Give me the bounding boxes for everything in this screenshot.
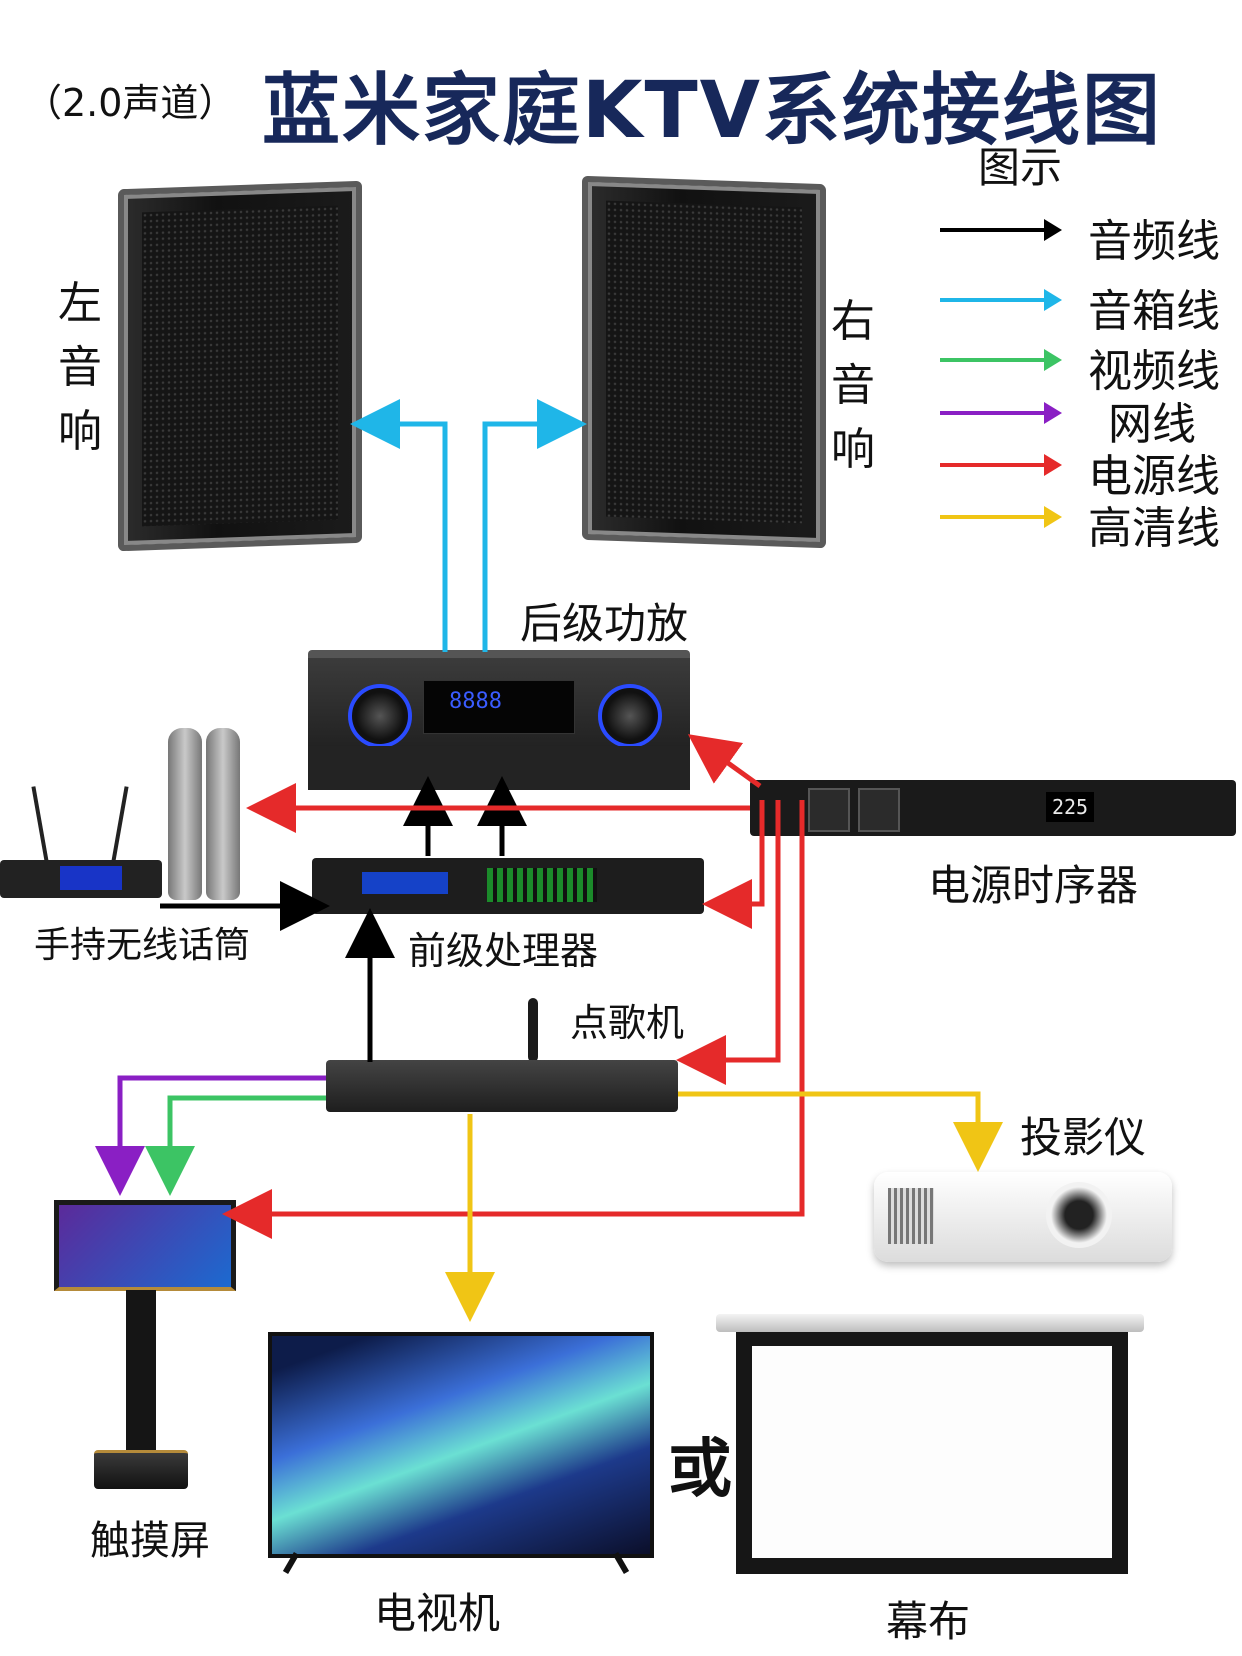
microphone-icon	[168, 728, 202, 900]
or-label: 或	[668, 1433, 732, 1507]
song-machine	[326, 1060, 678, 1112]
touch-screen-stand	[126, 1290, 156, 1458]
sequencer-display: 225	[1046, 792, 1094, 822]
legend-title: 图示	[978, 143, 1063, 192]
arrow-icon	[1044, 506, 1062, 528]
legend-label: 高清线	[1088, 503, 1220, 554]
right-speaker-label: 右音响	[831, 296, 875, 475]
left-speaker-label: 左音响	[58, 278, 102, 457]
volume-knob-icon	[348, 684, 412, 748]
power-amp: 8888	[308, 650, 690, 790]
antenna-icon	[528, 998, 538, 1062]
outlet-icon	[808, 788, 850, 832]
legend-item-network: 网线	[940, 388, 1230, 450]
microphone-icon	[206, 728, 240, 900]
power-line	[702, 800, 765, 929]
vent-icon	[888, 1188, 934, 1244]
amp-display: 8888	[423, 680, 575, 734]
speaker-cable-left	[350, 399, 448, 652]
legend-item-audio: 音频线	[940, 205, 1230, 267]
touch-screen-base	[94, 1450, 188, 1489]
legend-item-hdmi: 高清线	[940, 492, 1230, 554]
arrow-icon	[1044, 219, 1062, 241]
wireless-mic-label: 手持无线话筒	[34, 925, 251, 966]
song-machine-label: 点歌机	[570, 1001, 685, 1045]
speaker-cable-right	[482, 399, 587, 652]
power-line	[222, 800, 805, 1239]
touch-screen-label: 触摸屏	[90, 1518, 210, 1564]
legend-item-power: 电源线	[940, 440, 1230, 502]
video-line	[145, 1095, 326, 1196]
projection-screen	[736, 1332, 1128, 1574]
hdmi-line	[678, 1091, 1003, 1172]
arrow-icon	[1044, 349, 1062, 371]
screen-housing	[716, 1314, 1144, 1332]
projector-label: 投影仪	[1020, 1113, 1147, 1162]
projector	[874, 1172, 1172, 1262]
outlet-icon	[858, 788, 900, 832]
legend-label: 网线	[1108, 399, 1196, 450]
legend-item-video: 视频线	[940, 335, 1230, 397]
power-sequencer: 225	[750, 780, 1236, 836]
tv-label: 电视机	[374, 1589, 501, 1638]
level-meter-icon	[487, 868, 597, 902]
processor-display	[362, 872, 448, 894]
screen-label: 幕布	[886, 1597, 971, 1646]
page-title: 蓝米家庭KTV系统接线图	[262, 66, 1163, 156]
preprocessor	[312, 858, 704, 914]
arrow-icon	[1044, 454, 1062, 476]
arrow-icon	[1044, 289, 1062, 311]
legend-label: 音频线	[1088, 216, 1220, 267]
power-line	[687, 734, 762, 789]
tv	[268, 1332, 654, 1558]
legend-line	[940, 463, 1048, 467]
legend-line	[940, 411, 1048, 415]
arrow-icon	[1044, 402, 1062, 424]
legend-line	[940, 515, 1048, 519]
legend-label: 视频线	[1088, 346, 1220, 397]
touch-screen-display	[54, 1200, 236, 1291]
power-amp-label: 后级功放	[520, 599, 689, 648]
power-sequencer-label: 电源时序器	[928, 861, 1139, 910]
subtitle: （2.0声道）	[24, 81, 237, 125]
preprocessor-label: 前级处理器	[408, 929, 599, 973]
lens-icon	[1046, 1182, 1112, 1248]
wireless-receiver	[0, 860, 162, 898]
legend-item-speaker-cable: 音箱线	[940, 275, 1230, 337]
legend-line	[940, 228, 1048, 232]
receiver-display	[60, 866, 122, 890]
network-line	[95, 1075, 326, 1196]
legend-line	[940, 358, 1048, 362]
legend-label: 音箱线	[1088, 286, 1220, 337]
legend-label: 电源线	[1088, 451, 1220, 502]
legend-line	[940, 298, 1048, 302]
power-line	[676, 800, 781, 1085]
